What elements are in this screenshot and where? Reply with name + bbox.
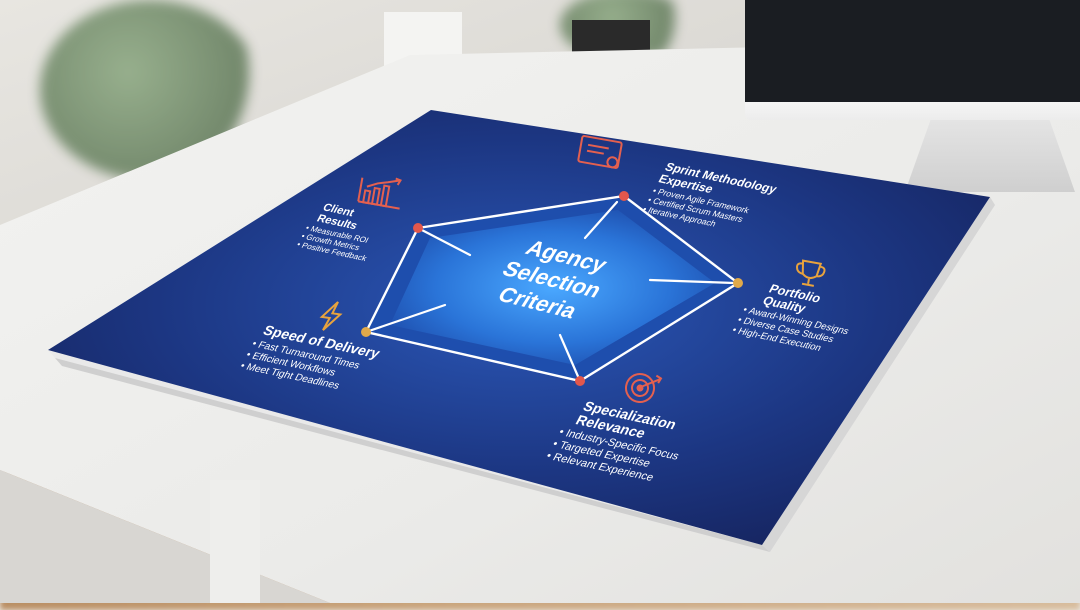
spoke-line bbox=[648, 278, 736, 285]
center-pentagon bbox=[390, 210, 715, 365]
monitor-stand bbox=[905, 120, 1075, 192]
node-dot bbox=[361, 327, 371, 337]
spoke-line bbox=[583, 200, 619, 240]
bar-chart-icon bbox=[357, 177, 402, 210]
target-icon bbox=[625, 373, 663, 403]
lightning-icon bbox=[319, 301, 343, 331]
certificate-icon bbox=[577, 135, 623, 169]
trophy-icon bbox=[796, 259, 826, 287]
node-dot bbox=[619, 191, 629, 201]
criterion-sprint-methodology: Sprint Methodology Expertise • Proven Ag… bbox=[641, 160, 779, 228]
node-dot bbox=[733, 278, 743, 288]
monitor bbox=[745, 0, 1080, 120]
spoke-line bbox=[416, 226, 472, 257]
node-dot bbox=[413, 223, 423, 233]
spoke-line bbox=[558, 333, 582, 383]
pentagon-outline bbox=[364, 194, 741, 383]
spoke-line bbox=[364, 303, 447, 334]
criterion-client-results: Client Results • Measurable ROI • Growth… bbox=[295, 202, 370, 263]
node-dot bbox=[575, 376, 585, 386]
